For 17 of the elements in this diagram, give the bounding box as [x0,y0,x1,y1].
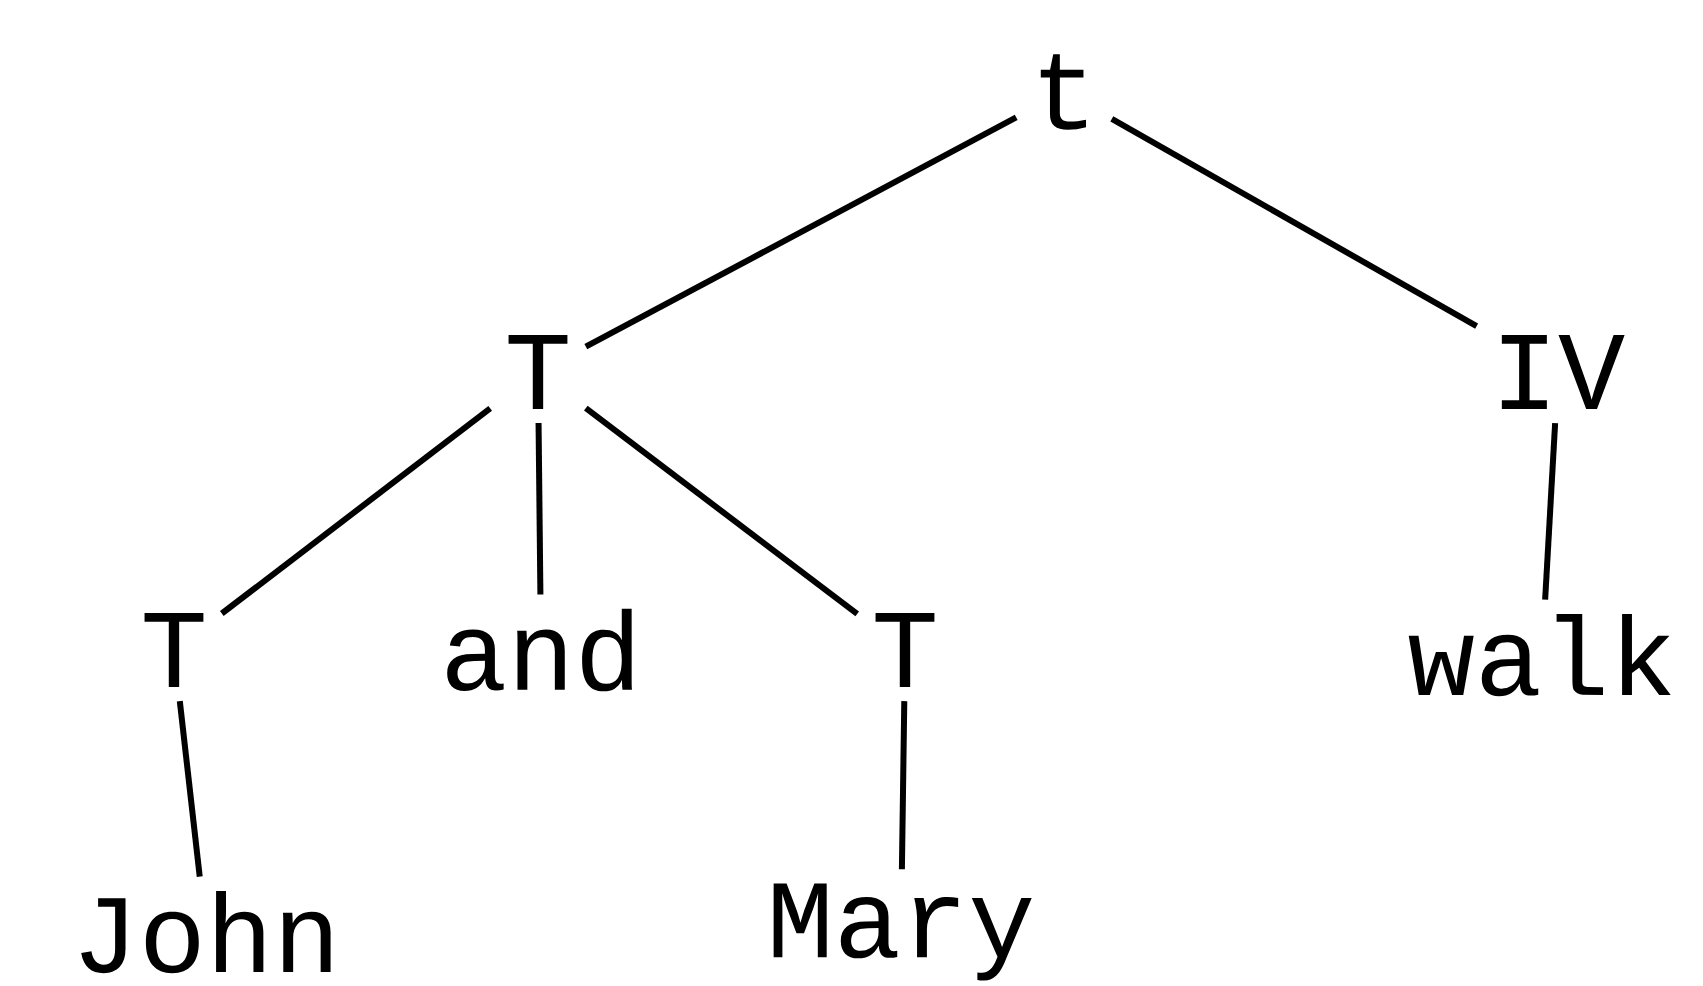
tree-branch [1542,422,1559,600]
tree-branch [535,423,544,595]
tree-label: John [81,890,331,974]
tree-branch [584,405,859,617]
tree-branch [220,406,493,616]
tree-branch [584,114,1018,350]
tree-branch [898,701,908,870]
tree-label: T [508,335,568,409]
tree-label: and [447,608,632,692]
tree-branch [1110,116,1479,329]
tree-label: T [144,613,204,687]
tree-label: Mary [773,883,1032,981]
tree-label: IV [1501,335,1625,409]
tree-label: walk [1408,613,1671,697]
tree-branch [176,700,203,877]
tree-label: T [875,613,935,687]
tree-label: t [1040,54,1086,130]
